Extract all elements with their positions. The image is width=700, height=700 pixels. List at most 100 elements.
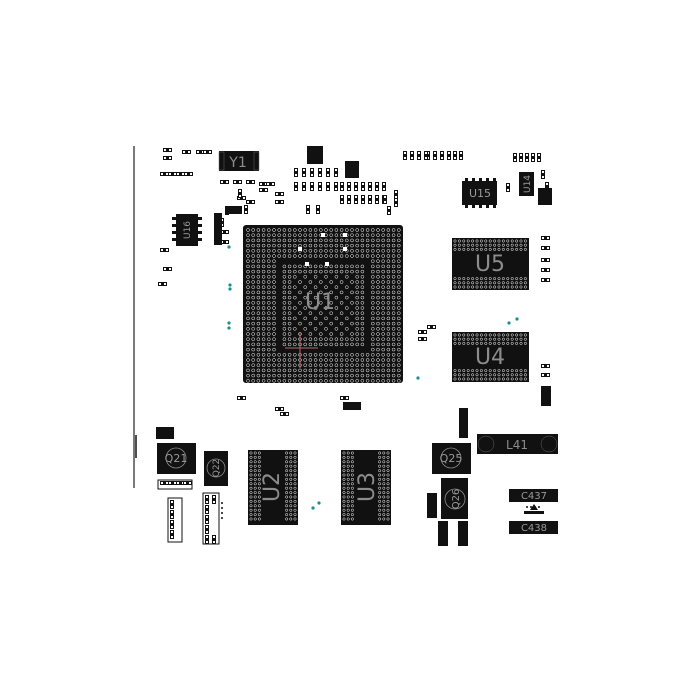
pin [493, 239, 497, 243]
pin [457, 277, 461, 281]
u1-ball-grid [246, 228, 401, 383]
u5-package[interactable]: U5 [452, 238, 529, 290]
bga-ball [355, 316, 359, 321]
pin [493, 247, 497, 251]
u16-package[interactable]: U16 [172, 214, 202, 246]
c438-capacitor[interactable]: C438 [509, 521, 558, 534]
pin [249, 517, 253, 521]
bga-ball [381, 295, 385, 300]
pin [466, 239, 470, 243]
pin [378, 495, 382, 499]
bga-ball [256, 321, 261, 326]
u1-bga-package[interactable]: U1 [243, 225, 403, 383]
bga-ball [397, 353, 401, 357]
bga-ball [293, 342, 297, 347]
pin [253, 499, 257, 503]
bga-ball [287, 254, 292, 258]
bga-ball [251, 353, 255, 357]
bga-ball [293, 228, 297, 232]
u4-package[interactable]: U4 [452, 332, 529, 382]
q26-transistor[interactable]: Q26 [441, 478, 468, 519]
pin [519, 281, 523, 285]
bga-ball [350, 353, 354, 357]
bga-ball [287, 264, 292, 269]
q26-refdes: Q26 [451, 489, 462, 510]
pin [257, 451, 261, 455]
bga-ball [350, 290, 354, 295]
bga-ball [272, 332, 276, 336]
bga-ball [386, 275, 391, 279]
bga-ball [339, 373, 344, 378]
pin [523, 247, 527, 251]
u15-package[interactable]: U15 [462, 178, 497, 208]
bga-ball [350, 358, 354, 362]
bga-ball [324, 379, 328, 383]
pin [346, 517, 350, 521]
bga-ball [251, 275, 255, 279]
pin [293, 504, 297, 508]
smd-pad-dot [395, 204, 397, 206]
smd-passive [433, 151, 437, 160]
bga-ball [267, 379, 271, 383]
bga-ball [329, 321, 333, 326]
bga-ball [397, 368, 401, 373]
bga-ball [334, 275, 339, 279]
pin [382, 455, 386, 459]
bga-ball [267, 316, 271, 321]
bga-ball [386, 347, 391, 352]
pin [515, 337, 519, 341]
pin [249, 508, 253, 512]
bga-ball [381, 337, 385, 341]
u14-package[interactable]: U14 [519, 172, 534, 196]
smd-passive [394, 198, 398, 207]
smd-pad-dot [335, 169, 337, 171]
smd-pad-dot [303, 188, 305, 190]
u3-package[interactable]: U3 [341, 450, 391, 525]
bga-ball [334, 379, 339, 383]
l41-inductor[interactable]: L41 [477, 434, 558, 454]
pin [466, 369, 470, 373]
bga-ball [355, 275, 359, 279]
pin [523, 281, 527, 285]
u2-package[interactable]: U2 [248, 450, 298, 525]
pin [479, 373, 483, 377]
smd-passive [280, 412, 289, 416]
bga-ball [381, 290, 385, 295]
bga-ball [397, 321, 401, 326]
u15-pins [465, 178, 496, 208]
pin [386, 491, 390, 495]
c437-capacitor[interactable]: C437 [509, 489, 558, 502]
smd-passive [537, 153, 541, 162]
y1-crystal[interactable]: Y1 [218, 151, 260, 171]
u3-pin-columns [342, 451, 390, 521]
smd-pad-dot [454, 157, 456, 159]
smd-part [156, 427, 174, 439]
bga-ball [277, 228, 281, 232]
pin [515, 341, 519, 345]
bga-ball [355, 306, 359, 310]
smd-part [345, 161, 359, 178]
pin [249, 469, 253, 473]
smd-passive [525, 153, 529, 162]
pin [515, 377, 519, 381]
bga-ball [339, 280, 344, 284]
pin [466, 333, 470, 337]
via [227, 326, 231, 330]
pin [293, 473, 297, 477]
pin [346, 513, 350, 517]
bga-ball [298, 290, 302, 295]
q21-transistor[interactable]: Q21 [157, 443, 196, 474]
bga-ball [376, 353, 380, 357]
q25-transistor[interactable]: Q25 [432, 443, 471, 474]
bga-ball [371, 290, 375, 295]
pin [523, 337, 527, 341]
bga-ball [282, 337, 287, 341]
bga-ball [381, 368, 385, 373]
bga-ball [350, 379, 354, 383]
bga-ball [397, 280, 401, 284]
pin [519, 285, 523, 289]
q22-refdes: Q22 [212, 459, 222, 478]
bga-ball [386, 358, 391, 362]
q22-transistor[interactable]: Q22 [204, 451, 228, 486]
pin [249, 513, 253, 517]
